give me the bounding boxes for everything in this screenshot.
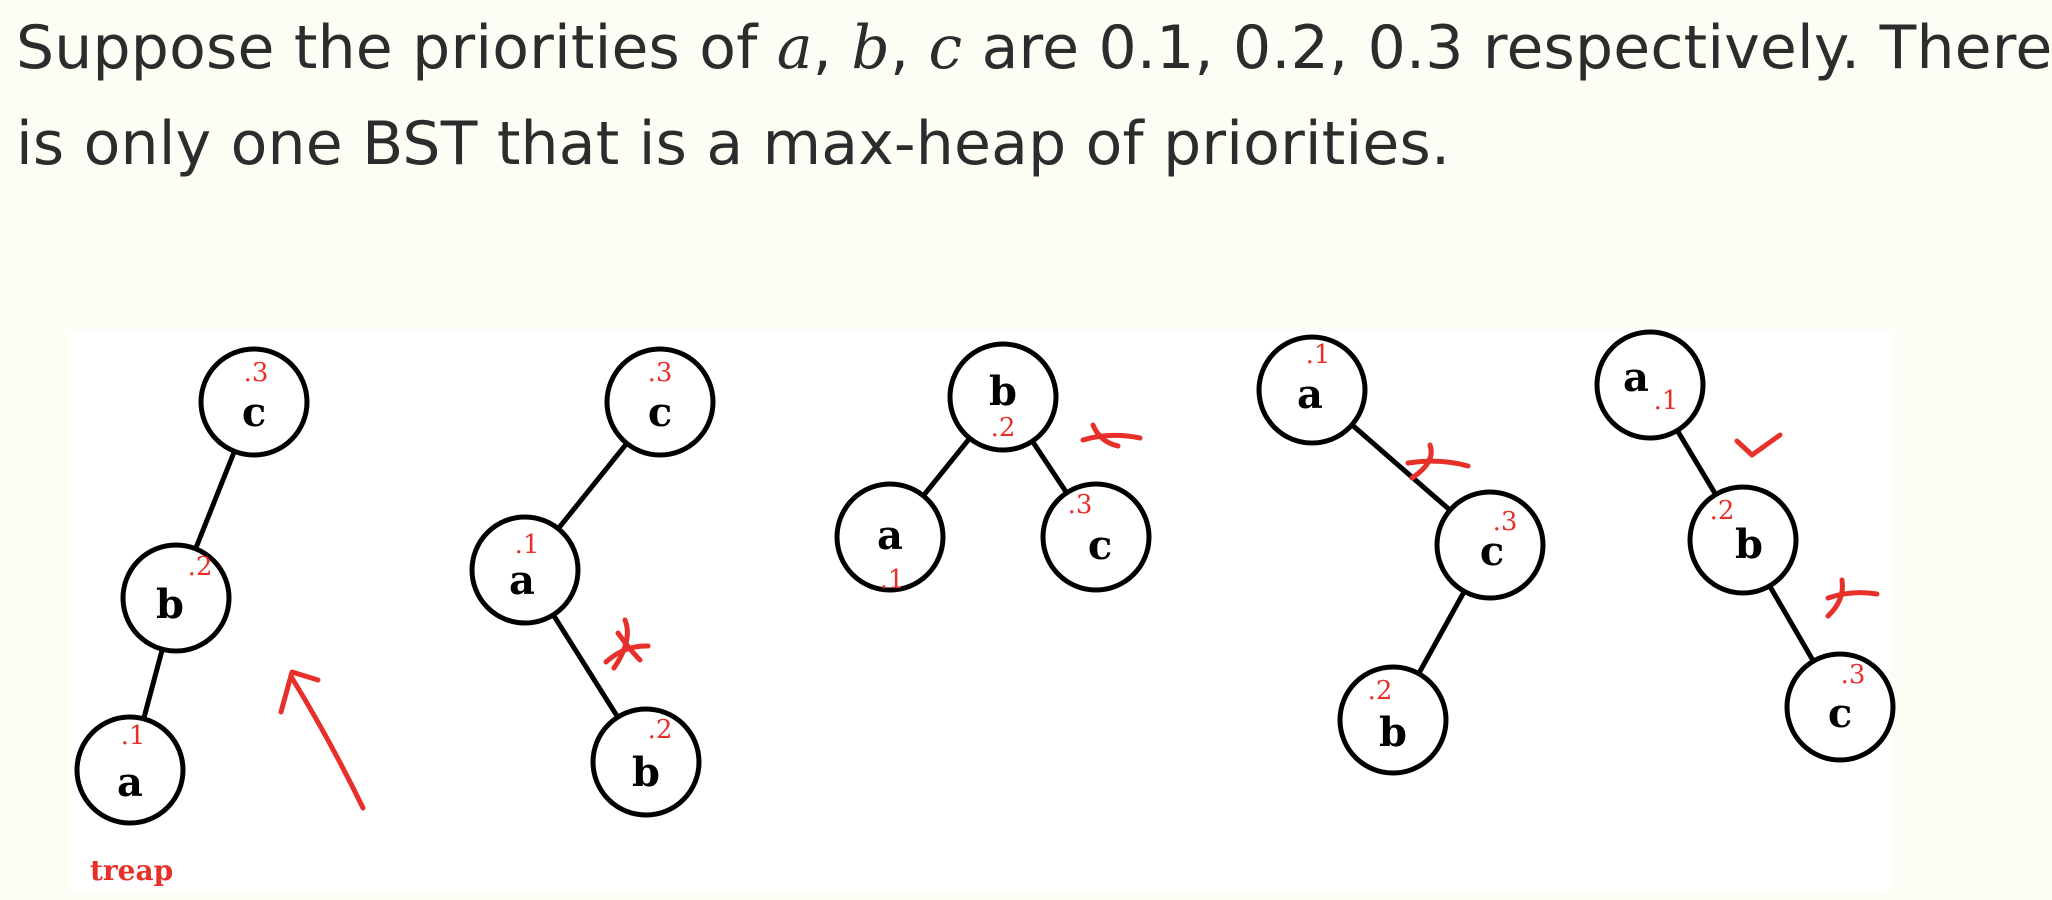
node-priority-label: .1: [515, 530, 540, 560]
variable-b: b: [851, 13, 890, 83]
node-key-label: b: [989, 368, 1017, 415]
arrow-mark: [289, 675, 366, 811]
edge-tree-3-b-c: [1029, 438, 1070, 496]
node-key-label: a: [509, 557, 535, 604]
nodes-layer: c.3b.2a.1c.3a.1b.2b.2a.1c.3a.1c.3b.2a.1b…: [74, 329, 1896, 826]
edges-layer: [141, 422, 1816, 722]
cross-mark: [1825, 590, 1880, 601]
node-circle: [1337, 664, 1449, 776]
node-priority-label: .1: [1306, 340, 1331, 370]
node-circle: [590, 706, 702, 818]
node-key-label: c: [1088, 522, 1112, 569]
cross-mark: [1405, 458, 1471, 469]
node-circle: [604, 346, 716, 458]
node-key-label: c: [1480, 528, 1504, 575]
edge-tree-2-a-b: [550, 612, 621, 720]
text-line-2: is only one BST that is a max-heap of pr…: [16, 109, 1451, 179]
cross-mark: [1409, 442, 1434, 481]
node-key-label: a: [877, 512, 903, 559]
node-tree-4-b: b.2: [1337, 664, 1449, 776]
node-key-label: c: [648, 389, 672, 436]
node-tree-2-c: c.3: [604, 346, 716, 458]
node-key-label: b: [1735, 521, 1763, 568]
node-circle: [1594, 329, 1706, 441]
edge-tree-4-c-b: [1416, 588, 1467, 677]
cross-mark: [1825, 577, 1845, 619]
node-circle: [198, 346, 310, 458]
node-priority-label: .1: [880, 565, 905, 595]
edge-tree-4-a-c: [1349, 422, 1453, 513]
edge-tree-5-b-c: [1767, 583, 1816, 664]
node-circle: [1040, 481, 1152, 593]
treap-caption: treap: [90, 854, 173, 887]
node-priority-label: .1: [1654, 386, 1679, 416]
node-circle: [1256, 334, 1368, 446]
node-priority-label: .2: [1368, 676, 1393, 706]
node-circle: [74, 714, 186, 826]
node-tree-5-c: c.3: [1784, 651, 1896, 763]
slide: Suppose the priorities of a, b, c are 0.…: [16, 13, 2052, 887]
node-key-label: b: [156, 581, 184, 628]
cross-mark: [615, 630, 643, 663]
node-circle: [1434, 489, 1546, 601]
node-priority-label: .3: [1841, 660, 1866, 690]
node-circle: [947, 341, 1059, 453]
node-tree-4-c: c.3: [1434, 489, 1546, 601]
cross-mark: [1080, 432, 1143, 443]
cross-mark: [1090, 422, 1121, 449]
edge-tree-2-c-a: [555, 440, 630, 532]
cross-mark: [611, 617, 630, 671]
node-priority-label: .2: [1710, 496, 1735, 526]
annotations-layer: [278, 422, 1880, 811]
edge-tree-3-b-a: [920, 435, 973, 499]
node-tree-3-c: c.3: [1040, 481, 1152, 593]
node-priority-label: .2: [188, 552, 213, 582]
text-segment: are 0.1, 0.2, 0.3 respectively. There: [962, 13, 2052, 83]
edge-tree-1-c-b: [193, 448, 237, 552]
node-priority-label: .1: [121, 721, 146, 751]
node-priority-label: .2: [648, 715, 673, 745]
text-segment: Suppose the priorities of: [16, 13, 777, 83]
node-tree-1-b: b.2: [120, 542, 232, 654]
node-key-label: a: [1623, 354, 1649, 401]
node-priority-label: .2: [991, 413, 1016, 443]
edge-tree-1-b-a: [141, 646, 165, 722]
node-circle: [469, 514, 581, 626]
node-circle: [1687, 484, 1799, 596]
node-circle: [1784, 651, 1896, 763]
text-segment: ,: [889, 13, 929, 83]
node-circle: [834, 481, 946, 593]
edge-tree-5-a-b: [1674, 427, 1719, 498]
node-tree-3-a: a .1: [834, 481, 946, 595]
check-mark: [1734, 432, 1783, 458]
node-tree-3-b: b.2: [947, 341, 1059, 453]
node-tree-5-b: b.2: [1687, 484, 1799, 596]
node-tree-2-b: b .2: [590, 706, 702, 818]
variable-a: a: [776, 13, 813, 83]
node-priority-label: .3: [648, 358, 673, 388]
node-key-label: a: [1297, 371, 1323, 418]
node-tree-2-a: a.1: [469, 514, 581, 626]
node-priority-label: .3: [1068, 490, 1093, 520]
node-key-label: c: [242, 389, 266, 436]
bst-diagram: c.3b.2a.1c.3a.1b.2b.2a.1c.3a.1c.3b.2a.1b…: [74, 329, 1896, 887]
node-circle: [120, 542, 232, 654]
node-tree-1-c: c.3: [198, 346, 310, 458]
node-key-label: c: [1828, 690, 1852, 737]
node-tree-5-a: a.1: [1594, 329, 1706, 441]
arrow-head-mark: [278, 669, 321, 715]
variable-c: c: [928, 13, 963, 83]
text-segment: ,: [812, 13, 852, 83]
node-key-label: b: [632, 749, 660, 796]
node-tree-1-a: a .1: [74, 714, 186, 826]
node-tree-4-a: a.1: [1256, 334, 1368, 446]
text-line-1: Suppose the priorities of a, b, c are 0.…: [16, 0, 2052, 96]
node-key-label: a: [117, 759, 143, 806]
node-key-label: b: [1379, 709, 1407, 756]
node-priority-label: .3: [244, 358, 269, 388]
node-priority-label: .3: [1493, 507, 1518, 537]
